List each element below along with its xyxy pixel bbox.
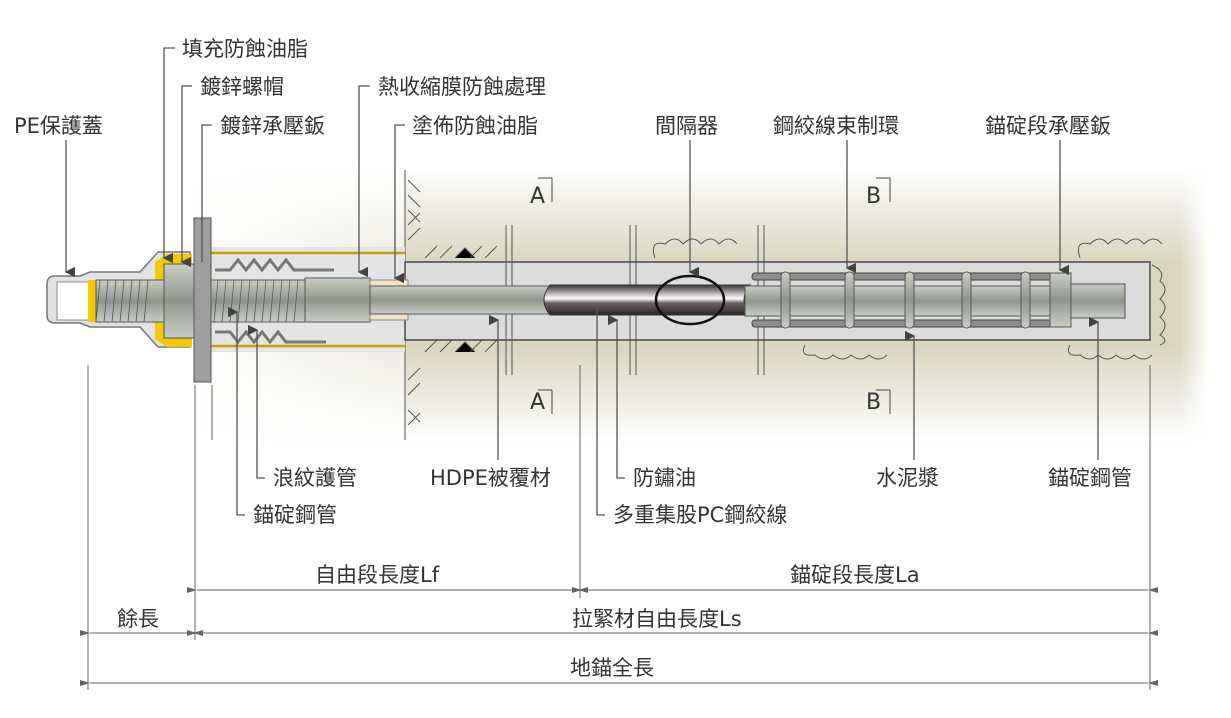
restraint-rings: [780, 271, 1031, 329]
label-multi-strand: 多重集股PC鋼絞線: [613, 503, 787, 527]
anchor-pipe-head: [304, 277, 371, 323]
section-b-bottom: B: [866, 390, 881, 415]
label-galv-nut: 鍍鋅螺帽: [200, 75, 284, 99]
anchor-strand-bundle: [744, 285, 1056, 317]
dim-anchor-length: 錨碇段長度La: [790, 563, 920, 587]
grout-marks: [652, 238, 1166, 360]
leader-lines: [64, 47, 1100, 516]
label-heat-shrink: 熱收縮膜防蝕處理: [378, 75, 546, 99]
dim-tendon-free-length: 拉緊材自由長度Ls: [572, 607, 742, 631]
section-a-top: A: [530, 184, 545, 209]
hdpe-sheath: [369, 285, 552, 315]
label-fill-grease: 填充防蝕油脂: [182, 37, 308, 61]
corrugated-sleeve: [215, 257, 334, 273]
galvanized-nut: [163, 263, 195, 339]
dimension-lines: [80, 365, 1158, 690]
label-strand-ring: 鋼絞線束制環: [773, 114, 899, 138]
label-hdpe: HDPE被覆材: [430, 466, 551, 490]
section-b-top: B: [866, 184, 881, 209]
label-anchor-pipe-left: 錨碇鋼管: [253, 503, 337, 527]
dim-extra-length: 餘長: [117, 607, 159, 631]
label-rust-oil: 防鏽油: [633, 466, 696, 490]
label-pe-cap: PE保護蓋: [14, 114, 103, 138]
section-a-bottom: A: [530, 390, 545, 415]
pc-strand: [543, 284, 752, 316]
anchor-pipe-end: [1070, 283, 1126, 319]
label-corrugated: 浪紋護管: [273, 466, 357, 490]
anchor-plate: [1049, 272, 1072, 328]
wall-hatch: [404, 170, 498, 440]
label-spacer: 間隔器: [655, 114, 718, 138]
dim-free-length: 自由段長度Lf: [315, 563, 440, 587]
label-grout: 水泥漿: [876, 466, 939, 490]
dim-total-length: 地錨全長: [570, 656, 654, 680]
label-coat-grease: 塗佈防蝕油脂: [412, 114, 538, 138]
label-galv-plate: 鍍鋅承壓鈑: [220, 114, 325, 138]
label-anchor-plate: 錨碇段承壓鈑: [985, 114, 1111, 138]
label-anchor-pipe-right: 錨碇鋼管: [1048, 466, 1132, 490]
